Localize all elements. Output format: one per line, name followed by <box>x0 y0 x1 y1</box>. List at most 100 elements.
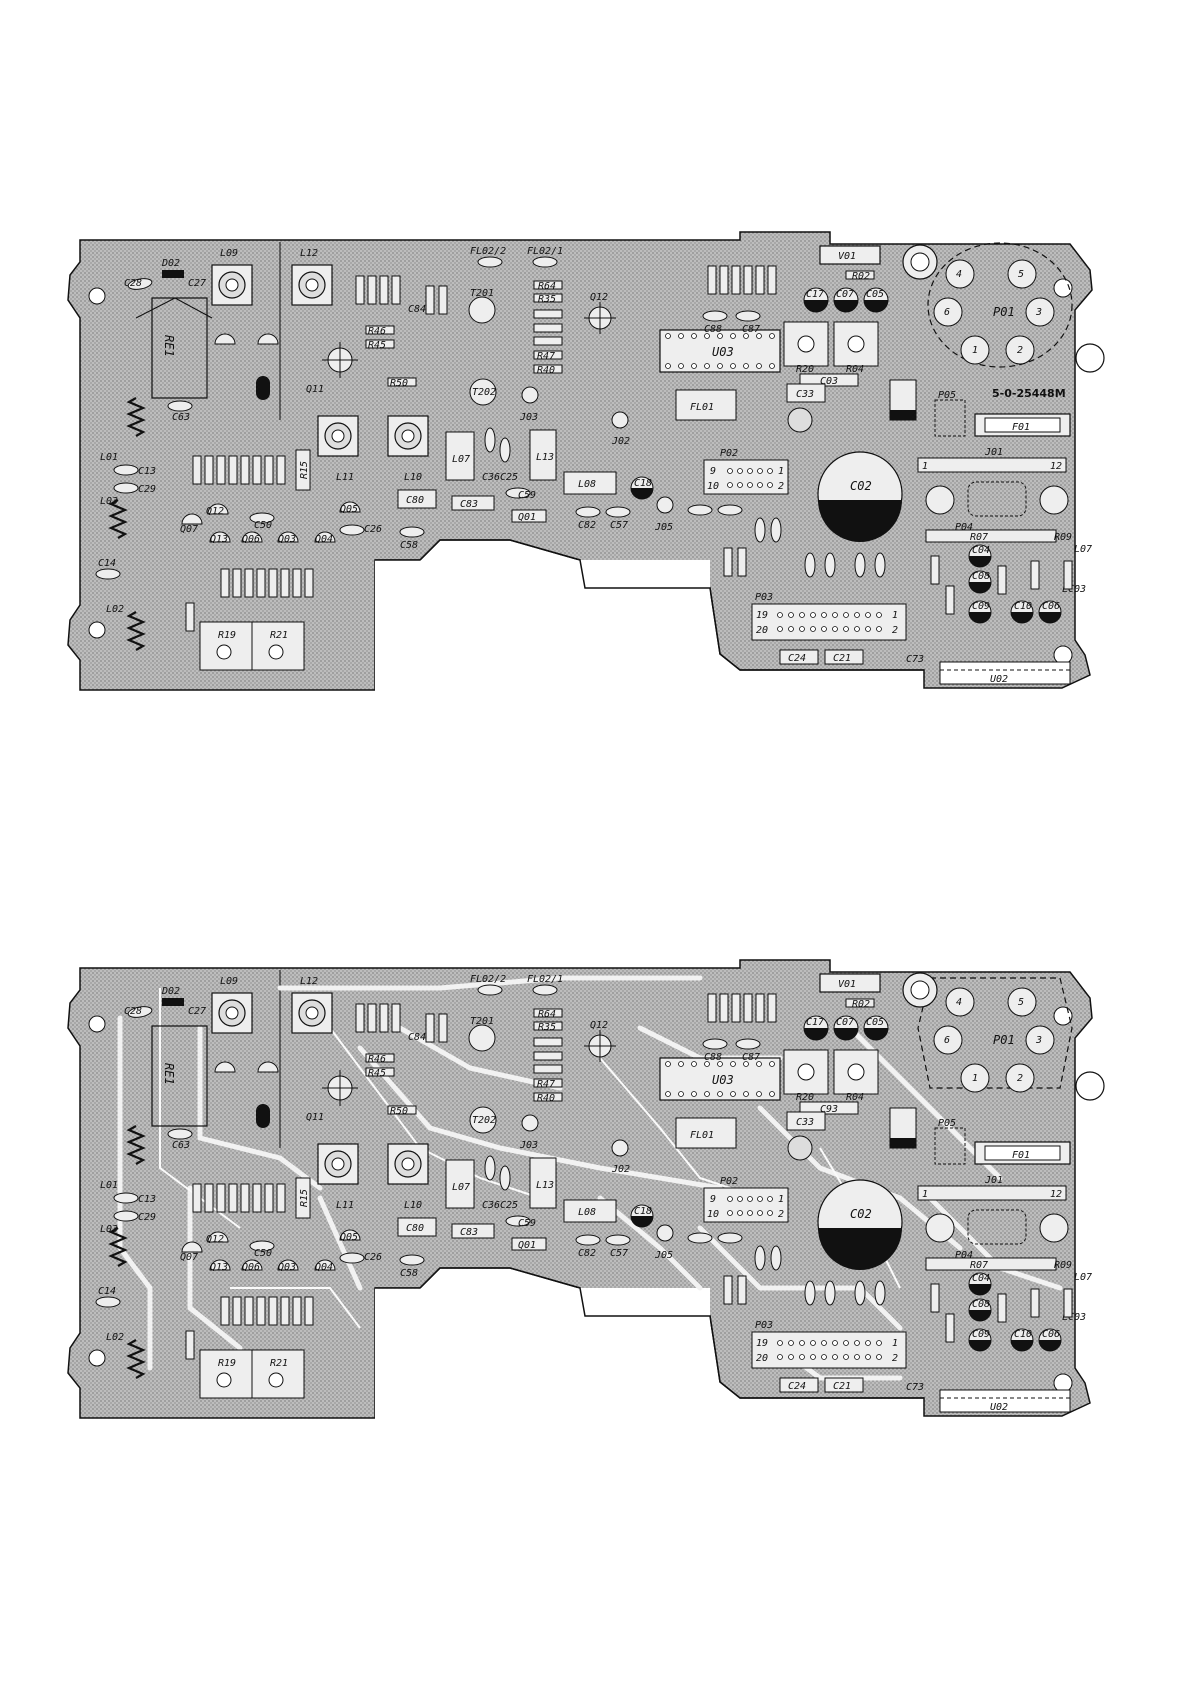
label-c29: C29 <box>138 484 156 495</box>
label-c09: C09 <box>972 601 990 612</box>
transformer-t201 <box>468 1024 496 1052</box>
coil-l13 <box>529 429 557 481</box>
label-fl02-1: FL02/1 <box>527 974 563 985</box>
label-r02: R02 <box>852 999 870 1010</box>
coil-l07 <box>445 431 475 481</box>
label-q03: Q03 <box>278 534 296 545</box>
diode-d02 <box>162 998 184 1006</box>
label-c17: C17 <box>806 1017 824 1028</box>
pin-label: 2 <box>778 1209 784 1220</box>
relay-re1 <box>151 1025 208 1127</box>
cap-c02 <box>817 451 903 542</box>
label-c13: C13 <box>138 466 156 477</box>
label-p04: P04 <box>955 1250 973 1261</box>
label-fl01: FL01 <box>690 402 714 413</box>
pin-label: 1 <box>922 461 928 472</box>
cap-c06 <box>1038 1328 1062 1352</box>
label-l01: L01 <box>100 1180 118 1191</box>
transistor-q12 <box>584 302 616 334</box>
cap-c18 <box>630 1204 654 1228</box>
label-l11: L11 <box>336 472 354 483</box>
label-c10: C10 <box>1014 1329 1032 1340</box>
cap-c04 <box>968 1272 992 1296</box>
pin-label: 2 <box>892 625 898 636</box>
label-q05: Q05 <box>340 1232 358 1243</box>
coil-l12 <box>291 992 333 1034</box>
cap-c06 <box>1038 600 1062 624</box>
label-r15: R15 <box>299 1189 310 1207</box>
label-t201: T201 <box>470 1016 494 1027</box>
label-c03: C03 <box>820 376 838 387</box>
label-q07: Q07 <box>180 524 198 535</box>
label-p03: P03 <box>755 1320 773 1331</box>
pin-label: 20 <box>756 1353 768 1364</box>
transistor-q11 <box>322 342 358 378</box>
pin-label: 10 <box>707 1209 719 1220</box>
pin-label: 1 <box>778 1194 784 1205</box>
label-c07: C07 <box>836 289 854 300</box>
label-q12: Q12 <box>590 292 608 303</box>
label-r20: R20 <box>796 364 814 375</box>
label-c28: C28 <box>124 278 142 289</box>
label-c57: C57 <box>610 520 628 531</box>
label-q06: Q06 <box>242 1262 260 1273</box>
label-j01: J01 <box>984 1175 1003 1186</box>
label-fl02-2: FL02/2 <box>470 246 506 257</box>
label-c24: C24 <box>788 1381 806 1392</box>
cap-c10 <box>1010 1328 1034 1352</box>
label-c82: C82 <box>578 520 596 531</box>
label-c07: C07 <box>836 1017 854 1028</box>
label-l12: L12 <box>300 248 318 259</box>
transistor-q11 <box>322 1070 358 1106</box>
label-f01: F01 <box>1012 1150 1030 1161</box>
label-c27: C27 <box>188 1006 206 1017</box>
pin-label: 5 <box>1018 269 1024 280</box>
label-l01: L01 <box>100 452 118 463</box>
label-q11: Q11 <box>306 384 324 395</box>
connector-p02 <box>703 1187 789 1223</box>
label-u02: U02 <box>990 674 1008 685</box>
label-l03: L03 <box>100 1224 118 1235</box>
coil-l11 <box>317 1143 359 1185</box>
label-d02: D02 <box>161 258 180 269</box>
coil-l08 <box>563 1199 617 1223</box>
label-p05: P05 <box>938 1118 956 1129</box>
label-c26: C26 <box>364 524 382 535</box>
pin-label: 10 <box>707 481 719 492</box>
label-c33: C33 <box>796 389 814 400</box>
board-bottom: D02 C28 C27 RE1 L09 L12 C84 FL02/2 FL02/… <box>67 959 1105 1423</box>
pin-label: 3 <box>1035 1035 1042 1046</box>
pin-label: 19 <box>756 1338 768 1349</box>
label-r21: R21 <box>270 1358 288 1369</box>
coil-l09 <box>211 264 253 306</box>
label-l09: L09 <box>220 248 238 259</box>
cap-c18 <box>630 476 654 500</box>
transformer-t202 <box>469 378 497 406</box>
label-q12b: Q12 <box>206 1234 224 1245</box>
label-j01: J01 <box>984 447 1003 458</box>
cap-c04 <box>968 544 992 568</box>
label-r64: R64 <box>538 281 556 292</box>
connector-p01 <box>902 972 1073 1093</box>
label-c63: C63 <box>172 1140 190 1151</box>
label-r40: R40 <box>537 1093 555 1104</box>
label-q12: Q12 <box>590 1020 608 1031</box>
label-r50: R50 <box>390 1106 408 1117</box>
label-c13: C13 <box>138 1194 156 1205</box>
label-j05: J05 <box>654 1250 673 1261</box>
label-c25: C25 <box>500 1200 518 1211</box>
pin-label: 6 <box>944 307 950 318</box>
label-r47: R47 <box>537 1079 555 1090</box>
label-r09: R09 <box>1054 1260 1072 1271</box>
cap-c09 <box>968 600 992 624</box>
label-c58: C58 <box>400 540 418 551</box>
label-l11: L11 <box>336 1200 354 1211</box>
label-c58: C58 <box>400 1268 418 1279</box>
label-j05: J05 <box>654 522 673 533</box>
pin-label: 2 <box>778 481 784 492</box>
label-p05: P05 <box>938 390 956 401</box>
pin-label: 2 <box>892 1353 898 1364</box>
label-q11: Q11 <box>306 1112 324 1123</box>
label-c02: C02 <box>850 479 872 493</box>
